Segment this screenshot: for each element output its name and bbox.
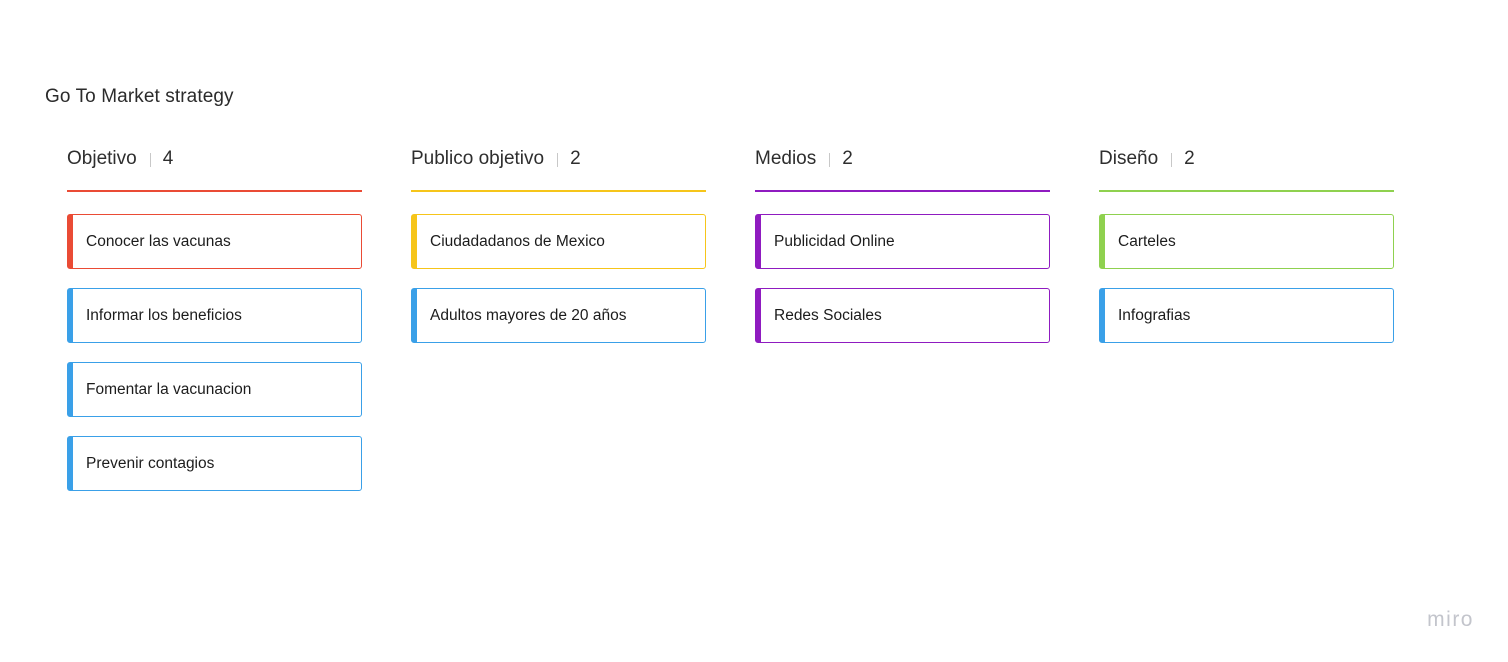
card-list: Carteles Infografias [1099,214,1394,343]
kanban-card[interactable]: Fomentar la vacunacion [67,362,362,417]
card-list: Publicidad Online Redes Sociales [755,214,1050,343]
column-title[interactable]: Publico objetivo [411,148,545,169]
card-text: Redes Sociales [774,306,882,324]
column-count: 4 [162,148,174,169]
kanban-card[interactable]: Informar los beneficios [67,288,362,343]
kanban-column-objetivo: Objetivo 4 Conocer las vacunas Informar … [67,146,362,510]
column-header: Diseño 2 [1099,146,1394,192]
kanban-column-medios: Medios 2 Publicidad Online Redes Sociale… [755,146,1050,362]
column-divider [829,153,831,167]
column-divider [149,153,151,167]
column-title[interactable]: Medios [755,148,817,169]
column-divider [1171,153,1173,167]
kanban-column-publico-objetivo: Publico objetivo 2 Ciudadadanos de Mexic… [411,146,706,362]
column-count: 2 [570,148,581,169]
column-divider [557,153,559,167]
kanban-card[interactable]: Carteles [1099,214,1394,269]
kanban-card[interactable]: Publicidad Online [755,214,1050,269]
card-text: Adultos mayores de 20 años [430,306,627,324]
card-text: Prevenir contagios [86,454,215,472]
card-text: Infografias [1118,306,1191,324]
card-text: Ciudadadanos de Mexico [430,232,605,250]
column-count: 2 [1184,148,1195,169]
kanban-column-diseno: Diseño 2 Carteles Infografias [1099,146,1394,362]
card-list: Conocer las vacunas Informar los benefic… [67,214,362,491]
board-title: Go To Market strategy [45,86,234,107]
column-title[interactable]: Objetivo [67,148,137,169]
card-text: Informar los beneficios [86,306,242,324]
column-count: 2 [842,148,853,169]
kanban-card[interactable]: Prevenir contagios [67,436,362,491]
column-header: Publico objetivo 2 [411,146,706,192]
kanban-card[interactable]: Redes Sociales [755,288,1050,343]
miro-logo: miro [1427,608,1474,631]
card-text: Carteles [1118,232,1176,250]
kanban-card[interactable]: Ciudadadanos de Mexico [411,214,706,269]
kanban-card[interactable]: Conocer las vacunas [67,214,362,269]
card-list: Ciudadadanos de Mexico Adultos mayores d… [411,214,706,343]
column-title[interactable]: Diseño [1099,148,1159,169]
kanban-card[interactable]: Adultos mayores de 20 años [411,288,706,343]
card-text: Conocer las vacunas [86,232,231,250]
column-header: Medios 2 [755,146,1050,192]
kanban-card[interactable]: Infografias [1099,288,1394,343]
card-text: Publicidad Online [774,232,895,250]
card-text: Fomentar la vacunacion [86,380,252,398]
column-header: Objetivo 4 [67,146,362,192]
